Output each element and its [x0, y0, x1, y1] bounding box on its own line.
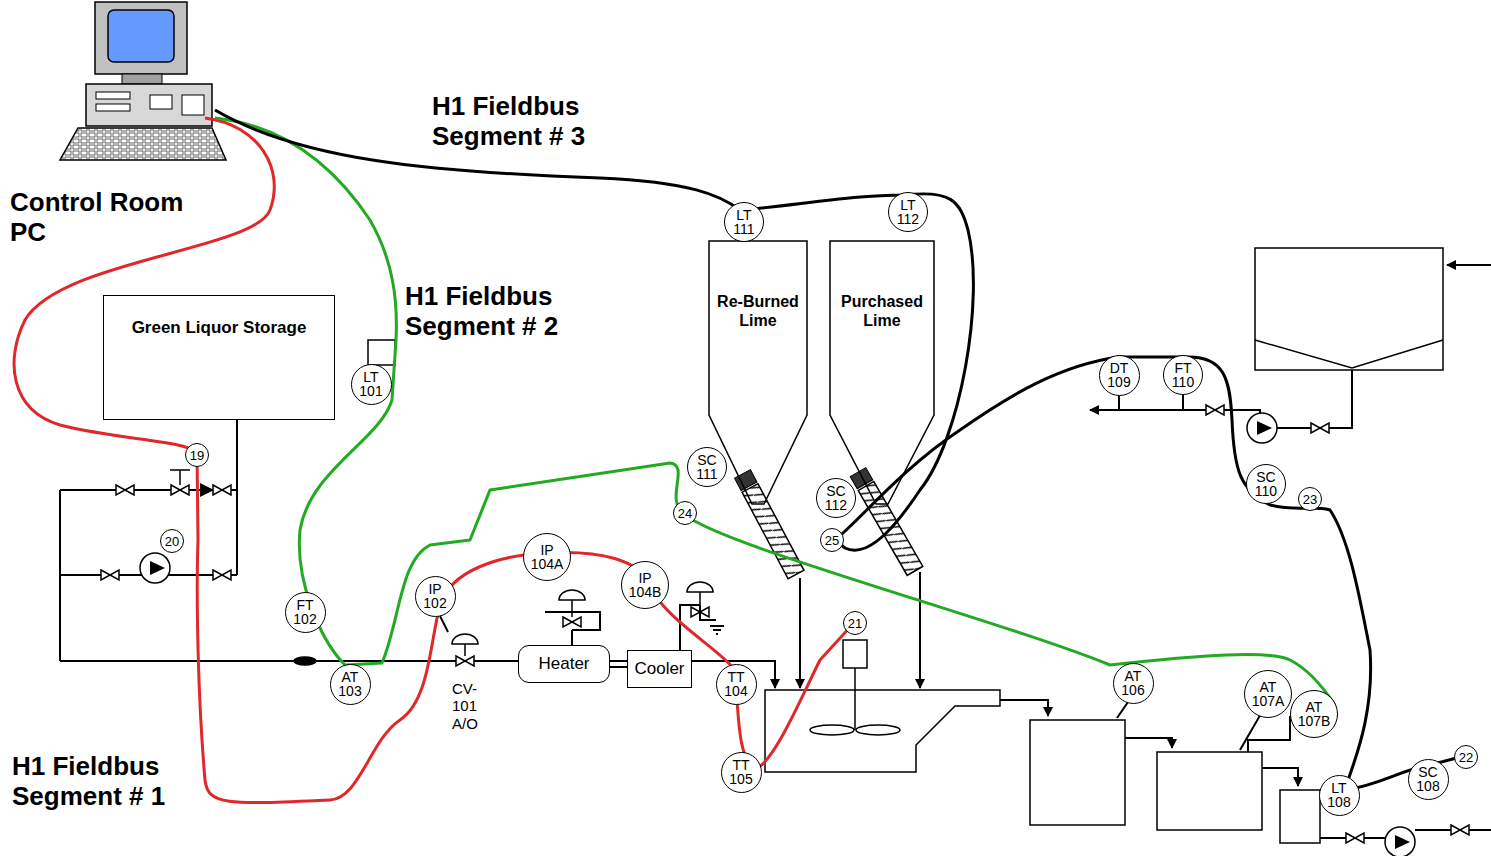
instrument-bubble: SC 108	[1408, 759, 1449, 800]
annotation-label: Control Room PC	[10, 188, 195, 248]
tag-text: LT 111	[733, 208, 754, 236]
annotation-label: H1 Fieldbus Segment # 1	[12, 752, 177, 812]
tag-text: 20	[165, 535, 179, 548]
tag-text: TT 105	[729, 758, 752, 786]
instrument-bubble: DT 109	[1099, 355, 1140, 396]
tag-text: SC 112	[825, 484, 847, 512]
tag-text: LT 101	[359, 370, 382, 398]
node-label: Purchased Lime	[831, 292, 933, 330]
silo-outline	[830, 241, 934, 504]
valve-symbols	[101, 405, 1469, 856]
process-box: Heater	[518, 645, 610, 683]
instrument-bubble: TT 104	[716, 664, 757, 705]
tag-text: IP 102	[423, 582, 446, 610]
lime-silo: Purchased Lime	[829, 240, 935, 505]
process-box: Cooler	[627, 650, 692, 688]
instrument-bubble: IP 104A	[523, 533, 571, 581]
tag-text: 23	[1303, 493, 1317, 506]
node-label: Heater	[538, 654, 589, 674]
callout-number: 24	[673, 501, 697, 525]
instrument-bubble: LT 112	[888, 192, 928, 232]
tag-text: LT 108	[1327, 781, 1350, 809]
annotation-label: H1 Fieldbus Segment # 2	[405, 282, 570, 342]
instrument-bubble: AT 103	[330, 664, 371, 705]
tag-text: IP 104B	[629, 571, 662, 599]
node-label: Green Liquor Storage	[110, 318, 328, 338]
node-label: Cooler	[634, 659, 684, 679]
instrument-bubble: LT 101	[351, 364, 392, 405]
node-label: Re-Burned Lime	[710, 292, 806, 330]
instrument-bubble: LT 111	[724, 202, 764, 242]
callout-number: 21	[843, 611, 867, 635]
callout-number: 25	[820, 528, 844, 552]
instrument-bubble: SC 111	[687, 447, 727, 487]
callout-number: 22	[1454, 745, 1478, 769]
tag-text: LT 112	[897, 198, 919, 226]
tag-text: FT 110	[1172, 361, 1194, 389]
fieldbus-segment-3	[215, 110, 1468, 790]
tag-text: AT 107B	[1298, 700, 1331, 728]
tag-text: SC 108	[1416, 765, 1439, 793]
tag-text: FT 102	[293, 598, 316, 626]
tag-text: SC 111	[696, 453, 717, 481]
instrument-bubble: AT 107A	[1244, 670, 1292, 718]
tag-text: AT 103	[338, 670, 361, 698]
fieldbus-segment-1	[14, 118, 852, 803]
annotation-label: H1 Fieldbus Segment # 3	[432, 92, 597, 152]
instrument-bubble: IP 102	[415, 576, 456, 617]
tag-text: 25	[825, 534, 839, 547]
instrument-bubble: AT 107B	[1290, 690, 1338, 738]
tag-text: AT 107A	[1252, 680, 1285, 708]
callout-number: 23	[1298, 487, 1322, 511]
tag-text: 24	[678, 507, 692, 520]
instrument-bubble: SC 110	[1246, 464, 1286, 504]
storage-tank: Green Liquor Storage	[103, 295, 335, 420]
valve-tag: CV-101 A/O	[452, 680, 492, 732]
instrument-bubble: LT 108	[1319, 775, 1360, 816]
callout-number: 19	[185, 443, 209, 467]
instrument-bubble: AT 106	[1113, 663, 1154, 704]
computer-icon	[60, 2, 226, 160]
instrument-bubble: FT 110	[1163, 355, 1203, 395]
instrument-bubble: SC 112	[816, 478, 856, 518]
tag-text: DT 109	[1107, 361, 1130, 389]
tag-text: AT 106	[1121, 669, 1144, 697]
tag-text: 22	[1459, 751, 1473, 764]
instrument-bubble: IP 104B	[621, 561, 669, 609]
instrument-bubble: TT 105	[721, 752, 762, 793]
instrument-bubble: FT 102	[285, 592, 326, 633]
tag-text: SC 110	[1255, 470, 1277, 498]
tag-text: 19	[190, 449, 204, 462]
process-pipe	[610, 666, 627, 668]
tag-text: IP 104A	[531, 543, 564, 571]
callout-number: 20	[160, 529, 184, 553]
tag-text: 21	[848, 617, 862, 630]
silo-outline	[829, 240, 935, 505]
tag-text: TT 104	[724, 670, 747, 698]
